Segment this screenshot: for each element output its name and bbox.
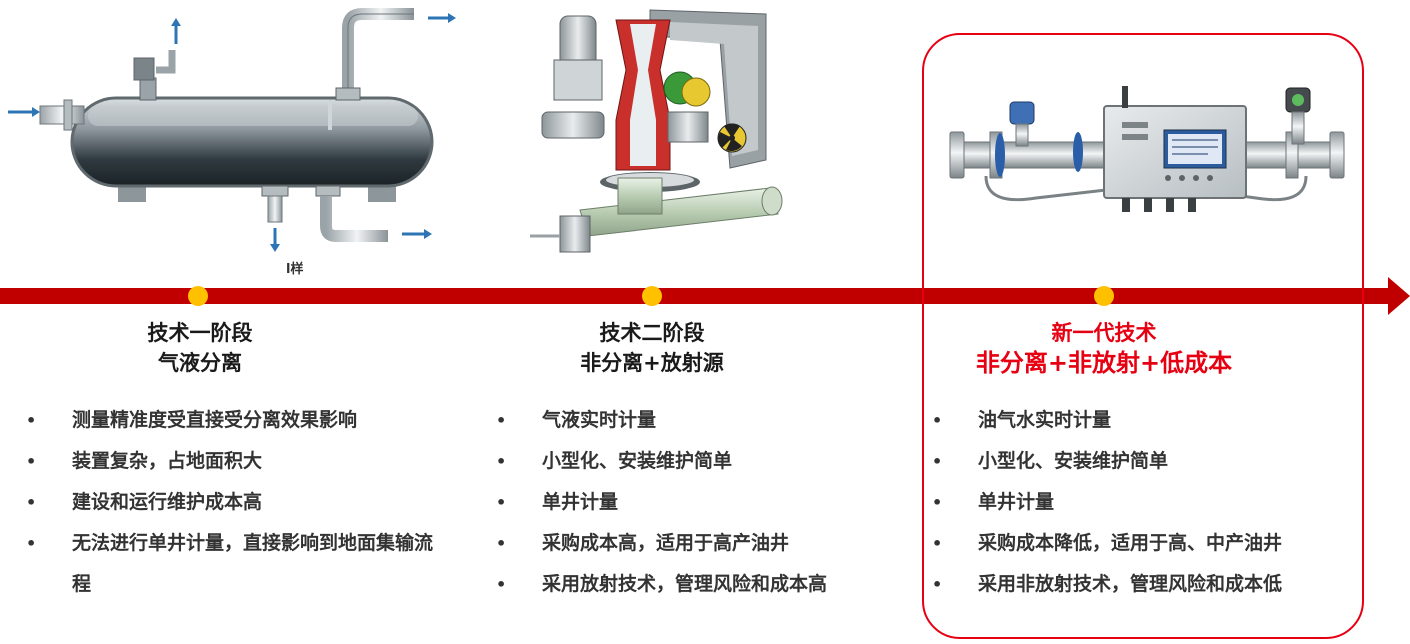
stage-2-feature-list: 气液实时计量 小型化、安装维护简单 单井计量 采购成本高，适用于高产油井 采用放… xyxy=(496,400,916,605)
stage-3-feature: 油气水实时计量 xyxy=(932,400,1360,441)
stage-2-feature: 小型化、安装维护简单 xyxy=(496,441,916,482)
radioactive-meter-illustration xyxy=(530,9,783,253)
timeline-arrowhead xyxy=(1388,277,1410,315)
stage-2-subtitle: 非分离+放射源 xyxy=(580,351,724,375)
stage-2-title: 技术二阶段 xyxy=(599,321,705,345)
new-generation-highlight-box xyxy=(922,33,1364,639)
stage-3-marker xyxy=(1094,286,1114,306)
stage-1-feature: 无法进行单井计量，直接影响到地面集输流程 xyxy=(26,523,447,605)
stage-1-feature: 建设和运行维护成本高 xyxy=(26,482,446,523)
stage-2-feature: 采购成本高，适用于高产油井 xyxy=(496,523,916,564)
stage-1-feature: 测量精准度受直接受分离效果影响 xyxy=(26,400,446,441)
stage-3-feature: 采购成本降低，适用于高、中产油井 xyxy=(932,523,1360,564)
stage-1-heading: 技术一阶段 气液分离 xyxy=(60,318,340,378)
stage-1-subtitle: 气液分离 xyxy=(158,351,242,375)
stage-1-feature: 装置复杂，占地面积大 xyxy=(26,441,446,482)
stage-3-title: 新一代技术 xyxy=(1051,321,1157,345)
separator-vessel-illustration xyxy=(8,8,456,252)
stage-1-title: 技术一阶段 xyxy=(147,321,253,345)
stage-2-feature: 采用放射技术，管理风险和成本高 xyxy=(496,564,916,605)
illustration-caption-fragment: l样 xyxy=(286,262,304,277)
stage-3-feature-list: 油气水实时计量 小型化、安装维护简单 单井计量 采购成本降低，适用于高、中产油井… xyxy=(932,400,1360,605)
timeline-bar xyxy=(0,288,1392,304)
stage-2-feature: 气液实时计量 xyxy=(496,400,916,441)
new-generation-meter-illustration xyxy=(949,86,1345,212)
stage-2-heading: 技术二阶段 非分离+放射源 xyxy=(512,318,792,378)
stage-2-feature: 单井计量 xyxy=(496,482,916,523)
stage-3-feature: 单井计量 xyxy=(932,482,1360,523)
stage-1-feature-list: 测量精准度受直接受分离效果影响 装置复杂，占地面积大 建设和运行维护成本高 无法… xyxy=(26,400,446,605)
stage-2-marker xyxy=(642,286,662,306)
stage-3-feature: 小型化、安装维护简单 xyxy=(932,441,1360,482)
stage-3-heading: 新一代技术 非分离+非放射+低成本 xyxy=(934,318,1274,378)
stage-3-feature: 采用非放射技术，管理风险和成本低 xyxy=(932,564,1360,605)
stage-3-subtitle: 非分离+非放射+低成本 xyxy=(975,349,1233,377)
stage-1-marker xyxy=(188,286,208,306)
